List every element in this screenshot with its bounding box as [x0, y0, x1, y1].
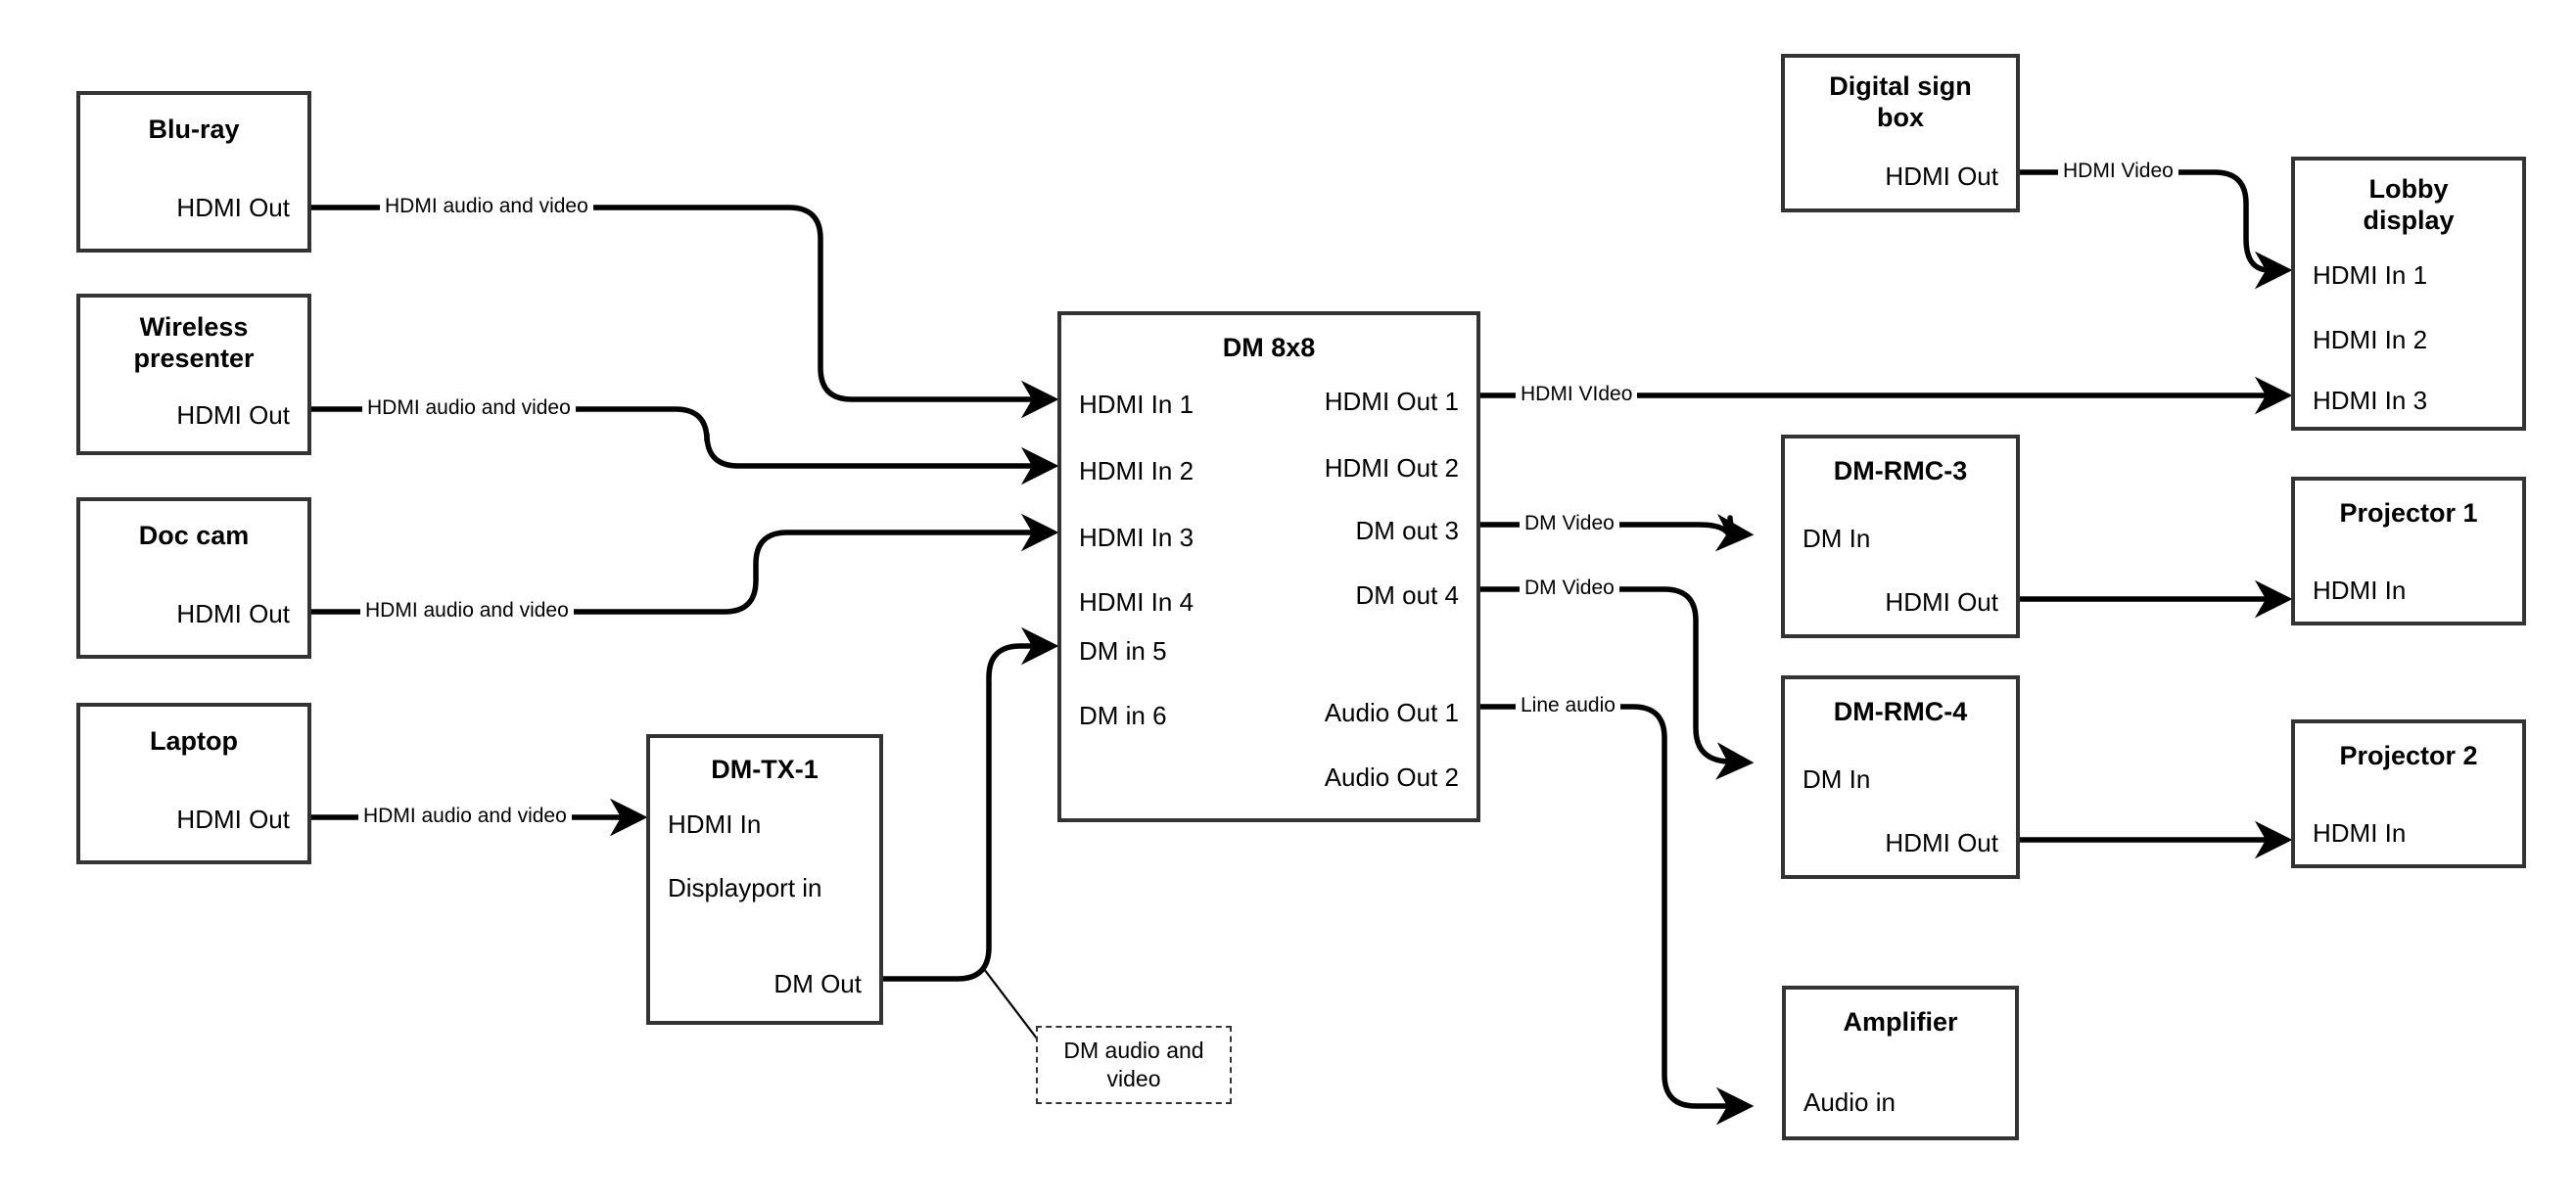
port-dm8x8-hdmi-in-1[interactable]: HDMI In 1	[1079, 390, 1194, 419]
port-lobby-hdmi-in-2[interactable]: HDMI In 2	[2313, 325, 2428, 354]
node-laptop[interactable]: Laptop HDMI Out	[76, 703, 311, 864]
port-wireless-hdmi-out[interactable]: HDMI Out	[176, 400, 290, 430]
port-bluray-hdmi-out[interactable]: HDMI Out	[176, 193, 290, 222]
node-dm-8x8[interactable]: DM 8x8 HDMI In 1 HDMI In 2 HDMI In 3 HDM…	[1057, 311, 1480, 822]
port-amplifier-audio-in[interactable]: Audio in	[1803, 1087, 1896, 1117]
node-laptop-title: Laptop	[150, 726, 238, 756]
port-rmc3-dm-in[interactable]: DM In	[1803, 524, 1871, 553]
port-lobby-hdmi-in-1[interactable]: HDMI In 1	[2313, 260, 2428, 290]
port-dm8x8-dm-out-4[interactable]: DM out 4	[1355, 580, 1460, 610]
port-dm8x8-hdmi-out-2[interactable]: HDMI Out 2	[1324, 453, 1459, 483]
port-dm8x8-dm-out-3[interactable]: DM out 3	[1355, 516, 1460, 545]
port-dm8x8-hdmi-in-3[interactable]: HDMI In 3	[1079, 523, 1194, 552]
wire-label-dm-video-3: DM Video	[1520, 513, 1619, 533]
wire-label-wireless-hdmi-av: HDMI audio and video	[362, 397, 576, 418]
node-projector-1[interactable]: Projector 1 HDMI In	[2291, 477, 2526, 625]
wire-audio-out1-to-amplifier	[1480, 704, 1755, 1126]
node-dm-tx-1[interactable]: DM-TX-1 HDMI In Displayport in DM Out	[646, 734, 883, 1025]
node-dm-tx-1-title: DM-TX-1	[711, 755, 819, 784]
node-dm-rmc-4[interactable]: DM-RMC-4 DM In HDMI Out	[1781, 675, 2020, 879]
note-dm-audio-and-video: DM audio and video	[1036, 1026, 1232, 1104]
port-dm8x8-audio-out-1[interactable]: Audio Out 1	[1324, 698, 1459, 727]
wire-dm-out4-to-rmc4	[1480, 586, 1755, 780]
wire-label-hdmi-video-out1: HDMI VIdeo	[1516, 384, 1638, 404]
port-dmtx1-displayport-in[interactable]: Displayport in	[668, 873, 822, 902]
port-digitalsign-hdmi-out[interactable]: HDMI Out	[1885, 162, 1998, 191]
node-bluray-title: Blu-ray	[148, 115, 240, 144]
wire-label-bluray-hdmi-av: HDMI audio and video	[380, 196, 593, 216]
node-digital-sign-box-title: Digital sign box	[1829, 71, 1972, 132]
node-wireless-presenter-title: Wireless presenter	[133, 312, 255, 373]
node-projector-2[interactable]: Projector 2 HDMI In	[2291, 719, 2526, 868]
port-dm8x8-dm-in-5[interactable]: DM in 5	[1079, 636, 1167, 666]
wire-label-doccam-hdmi-av: HDMI audio and video	[360, 600, 574, 621]
port-laptop-hdmi-out[interactable]: HDMI Out	[176, 805, 290, 834]
node-lobby-display[interactable]: Lobby display HDMI In 1 HDMI In 2 HDMI I…	[2291, 157, 2526, 431]
wire-label-dm-video-4: DM Video	[1520, 577, 1619, 598]
node-dm-rmc-4-title: DM-RMC-4	[1833, 697, 1968, 726]
port-dmtx1-hdmi-in[interactable]: HDMI In	[668, 809, 762, 839]
node-lobby-display-title: Lobby display	[2363, 174, 2455, 235]
wire-dmtx1-to-dm-in5	[883, 626, 1059, 982]
node-digital-sign-box[interactable]: Digital sign box HDMI Out	[1781, 54, 2020, 212]
port-rmc4-dm-in[interactable]: DM In	[1803, 764, 1871, 794]
node-projector-1-title: Projector 1	[2339, 498, 2478, 528]
port-projector2-hdmi-in[interactable]: HDMI In	[2313, 818, 2407, 848]
wire-sign-to-lobby-in1	[2020, 169, 2293, 290]
node-bluray[interactable]: Blu-ray HDMI Out	[76, 91, 311, 253]
port-lobby-hdmi-in-3[interactable]: HDMI In 3	[2313, 386, 2428, 415]
port-projector1-hdmi-in[interactable]: HDMI In	[2313, 576, 2407, 605]
wire-bluray-to-hdmi-in1	[311, 205, 1059, 419]
port-dmtx1-dm-out[interactable]: DM Out	[773, 969, 862, 998]
node-dm-rmc-3[interactable]: DM-RMC-3 DM In HDMI Out	[1781, 435, 2020, 638]
node-dm-8x8-title: DM 8x8	[1222, 333, 1316, 362]
node-doc-cam-title: Doc cam	[138, 521, 250, 550]
port-rmc3-hdmi-out[interactable]: HDMI Out	[1885, 587, 1998, 617]
port-rmc4-hdmi-out[interactable]: HDMI Out	[1885, 828, 1998, 857]
wire-label-line-audio: Line audio	[1516, 695, 1620, 716]
port-doccam-hdmi-out[interactable]: HDMI Out	[176, 599, 290, 628]
port-dm8x8-audio-out-2[interactable]: Audio Out 2	[1324, 762, 1459, 792]
port-dm8x8-hdmi-in-4[interactable]: HDMI In 4	[1079, 587, 1194, 617]
node-wireless-presenter[interactable]: Wireless presenter HDMI Out	[76, 294, 311, 455]
node-projector-2-title: Projector 2	[2339, 741, 2478, 770]
wire-label-laptop-hdmi-av: HDMI audio and video	[358, 806, 572, 826]
wire-label-hdmi-video-sign: HDMI Video	[2058, 161, 2178, 181]
port-dm8x8-dm-in-6[interactable]: DM in 6	[1079, 701, 1167, 730]
node-dm-rmc-3-title: DM-RMC-3	[1833, 456, 1968, 485]
node-amplifier[interactable]: Amplifier Audio in	[1782, 986, 2019, 1140]
port-dm8x8-hdmi-out-1[interactable]: HDMI Out 1	[1324, 387, 1459, 416]
node-amplifier-title: Amplifier	[1843, 1007, 1958, 1037]
node-doc-cam[interactable]: Doc cam HDMI Out	[76, 497, 311, 659]
port-dm8x8-hdmi-in-2[interactable]: HDMI In 2	[1079, 456, 1194, 485]
